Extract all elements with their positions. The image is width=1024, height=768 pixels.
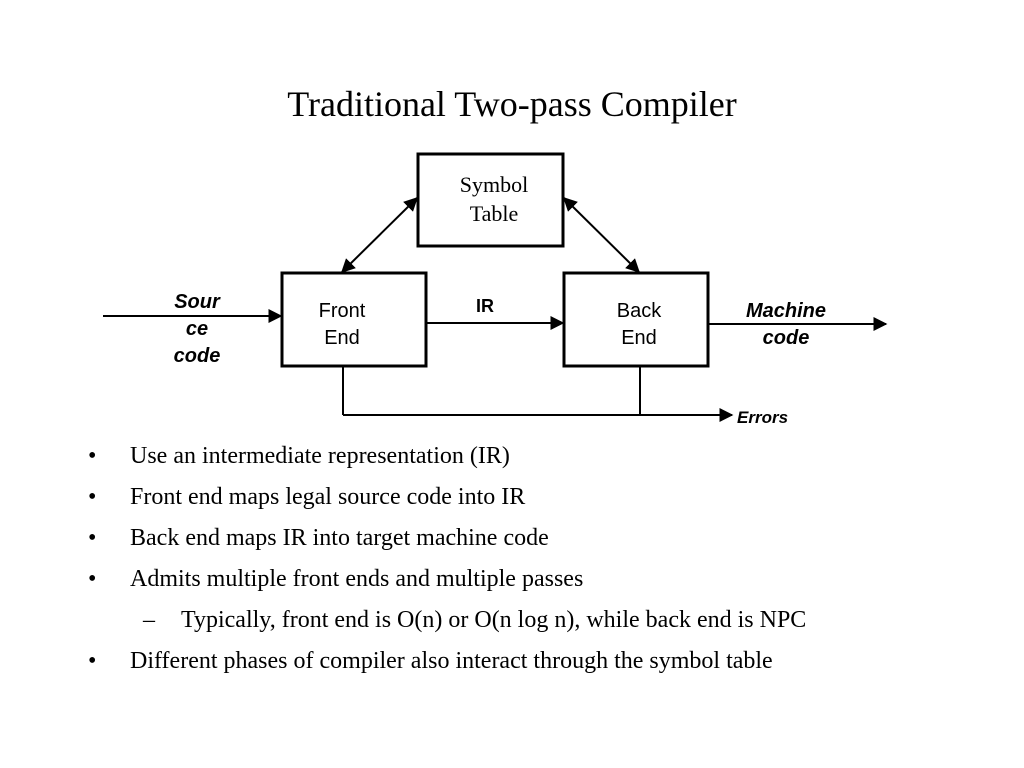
- source-label-line2: ce: [186, 318, 208, 340]
- bullet-marker: •: [88, 648, 97, 674]
- source-label-line1: Sour: [174, 291, 221, 313]
- errors-label: Errors: [737, 408, 788, 427]
- front-end-label-line1: Front: [319, 300, 366, 322]
- front-end-symbol-table-arrow: [341, 197, 418, 273]
- machine-label-line1: Machine: [746, 300, 826, 322]
- sub-bullet-text: Typically, front end is O(n) or O(n log …: [181, 607, 807, 633]
- sub-bullet-marker: –: [143, 607, 155, 633]
- bullet-marker: •: [88, 443, 97, 469]
- bullet-text: Front end maps legal source code into IR: [130, 484, 526, 510]
- back-end-symbol-table-arrow: [563, 197, 640, 273]
- bullet-marker: •: [88, 525, 97, 551]
- back-end-label-line1: Back: [617, 300, 662, 322]
- symbol-table-label-line1: Symbol: [460, 172, 528, 197]
- symbol-table-label-line2: Table: [470, 201, 519, 226]
- bullet-text: Different phases of compiler also intera…: [130, 648, 773, 674]
- front-end-box: [280, 271, 428, 368]
- compiler-diagram: Symbol Table Front End Back End Sour ce …: [103, 152, 888, 427]
- bullet-text: Use an intermediate representation (IR): [130, 443, 510, 469]
- source-label-line3: code: [174, 345, 221, 367]
- front-end-label-line2: End: [324, 327, 360, 349]
- bullet-marker: •: [88, 484, 97, 510]
- back-end-label-line2: End: [621, 327, 657, 349]
- machine-label-line2: code: [763, 327, 810, 349]
- bullet-marker: •: [88, 566, 97, 592]
- bullet-text: Admits multiple front ends and multiple …: [130, 566, 584, 592]
- ir-label: IR: [476, 296, 494, 316]
- back-end-box: [562, 271, 710, 368]
- bullet-text: Back end maps IR into target machine cod…: [130, 525, 549, 551]
- symbol-table-box: [416, 152, 565, 248]
- slide-title: Traditional Two-pass Compiler: [287, 84, 737, 124]
